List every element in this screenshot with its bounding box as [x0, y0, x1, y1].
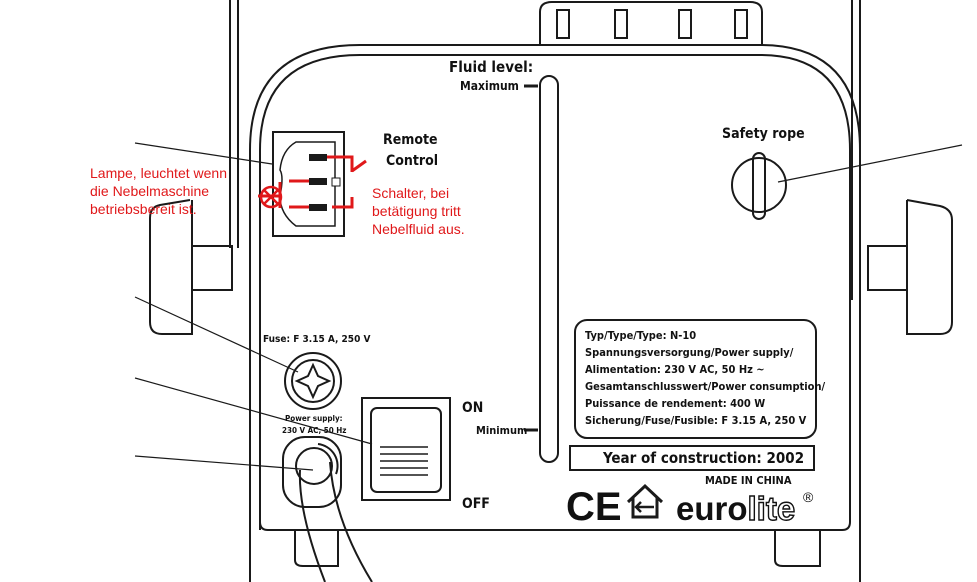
year-plate-frame	[569, 445, 815, 471]
left-knob-shaft	[191, 245, 233, 291]
safety-rope-label: Safety rope	[722, 126, 805, 142]
fluid-level-label: Fluid level:	[449, 58, 534, 76]
power-inlet-ring	[317, 443, 339, 475]
power-supply-label-line2: 230 V AC, 50 Hz	[282, 426, 347, 435]
left-foot	[294, 530, 339, 567]
made-in-label: MADE IN CHINA	[705, 474, 792, 487]
minimum-label: Minimum	[476, 424, 528, 437]
pointer-line	[777, 144, 963, 183]
top-handle	[539, 1, 763, 45]
power-switch-rocker	[370, 407, 442, 493]
switch-contact	[351, 159, 367, 173]
recycling-arrow-icon	[634, 501, 654, 513]
lamp-annotation: Lampe, leuchtet wenn die Nebelmaschine b…	[90, 165, 227, 217]
pointer-line	[134, 377, 373, 445]
right-bracket-arm	[851, 0, 861, 300]
lamp-symbol	[259, 185, 283, 209]
lamp-cross	[263, 189, 279, 205]
pointer-line	[134, 142, 273, 165]
spec-line: Gesamtanschlusswert/Power consumption/	[585, 380, 826, 393]
recycling-house-icon	[626, 483, 664, 519]
spec-line: Spannungsversorgung/Power supply/	[585, 346, 794, 359]
remote-control-label-line2: Control	[386, 153, 439, 169]
spec-plate-frame	[574, 319, 817, 439]
year-of-construction-label: Year of construction: 2002	[603, 449, 805, 467]
switch-wire-top	[327, 155, 354, 172]
power-switch-frame	[361, 397, 451, 501]
switch-annotation: Schalter, bei betätigung tritt Nebelflui…	[372, 185, 465, 237]
left-bracket-arm	[229, 0, 239, 248]
spec-line: Sicherung/Fuse/Fusible: F 3.15 A, 250 V	[585, 414, 807, 427]
socket-pin	[309, 154, 327, 161]
fuse-holder	[284, 352, 342, 410]
right-foot	[774, 530, 821, 567]
pointer-line	[134, 455, 314, 471]
spec-plate: Typ/Type/Type: N-10 Spannungsversorgung/…	[585, 327, 826, 429]
ce-mark: CE	[566, 485, 622, 529]
fuse-star	[294, 362, 332, 400]
remote-control-label-line1: Remote	[383, 132, 438, 148]
socket-pin	[309, 204, 327, 211]
on-label: ON	[462, 400, 484, 416]
handle-slot	[614, 9, 628, 39]
right-knob	[906, 199, 953, 335]
right-knob-shaft	[867, 245, 908, 291]
registered-mark: ®	[803, 489, 814, 505]
remote-socket-body	[279, 141, 336, 227]
handle-slot	[678, 9, 692, 39]
handle-slot	[734, 9, 748, 39]
housing-inner	[259, 54, 851, 531]
fluid-level-window	[539, 75, 559, 463]
fuse-label: Fuse: F 3.15 A, 250 V	[263, 334, 371, 345]
pointer-line	[134, 296, 299, 373]
socket-small-contact	[331, 177, 341, 187]
spec-line: Typ/Type/Type: N-10	[585, 329, 697, 342]
power-cable-left	[298, 469, 326, 582]
safety-rope-eyelet	[731, 157, 787, 213]
power-inlet	[282, 436, 342, 508]
off-label: OFF	[462, 496, 490, 512]
power-supply-label-line1: Power supply:	[285, 414, 343, 423]
spec-line: Alimentation: 230 V AC, 50 Hz ~	[585, 363, 765, 376]
safety-rope-slot	[752, 152, 766, 220]
left-knob	[149, 199, 193, 335]
socket-pin	[309, 178, 327, 185]
brand-logo: eurolite	[676, 490, 795, 527]
housing-outer	[249, 44, 861, 582]
power-cable-end	[295, 447, 333, 485]
annotation-wiring	[258, 155, 367, 209]
spec-line: Puissance de rendement: 400 W	[585, 397, 766, 410]
fuse-cap	[291, 359, 335, 403]
remote-socket-frame	[272, 131, 345, 237]
handle-slot	[556, 9, 570, 39]
switch-wire-bottom	[332, 197, 354, 209]
maximum-label: Maximum	[460, 79, 519, 93]
power-switch-grip	[380, 446, 428, 476]
power-cable-right	[329, 461, 373, 582]
